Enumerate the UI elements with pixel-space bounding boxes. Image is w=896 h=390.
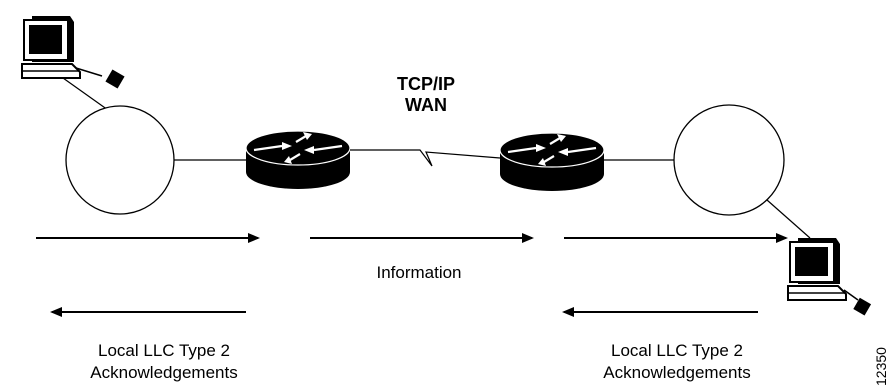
router-icon bbox=[498, 131, 606, 193]
wan-label-line2: WAN bbox=[405, 95, 447, 115]
router-icon bbox=[244, 129, 352, 191]
computer-icon bbox=[21, 15, 125, 89]
left-ack-label-line2: Acknowledgements bbox=[90, 363, 237, 382]
right-ack-label-line1: Local LLC Type 2 bbox=[611, 341, 743, 360]
wan-link-icon bbox=[350, 149, 501, 167]
left-ack-label-line1: Local LLC Type 2 bbox=[98, 341, 230, 360]
token-ring-icon bbox=[65, 105, 175, 215]
wan-label-line1: TCP/IP bbox=[397, 74, 455, 94]
token-ring-icon bbox=[673, 104, 785, 216]
computer-icon bbox=[787, 237, 872, 316]
right-ack-label-line2: Acknowledgements bbox=[603, 363, 750, 382]
figure-id: 12350 bbox=[873, 347, 889, 386]
information-label: Information bbox=[376, 263, 461, 282]
